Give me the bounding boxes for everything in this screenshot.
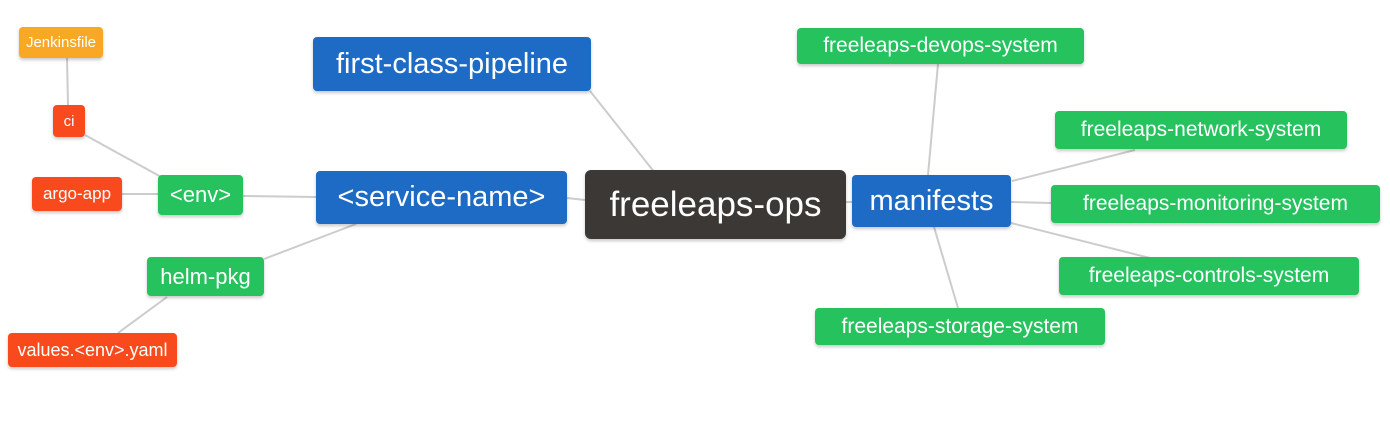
- edge-manifests-to-freeleaps-storage-system: [933, 226, 959, 309]
- node-label: freeleaps-devops-system: [823, 34, 1058, 57]
- node-label: <service-name>: [337, 181, 546, 213]
- edge-env-to-service-name: [242, 195, 317, 198]
- edge-helm-pkg-to-service-name: [263, 223, 357, 260]
- node-label: manifests: [869, 184, 994, 217]
- mindmap-node-first-class-pipeline[interactable]: first-class-pipeline: [313, 37, 591, 91]
- mindmap-node-manifests[interactable]: manifests: [852, 175, 1011, 227]
- mindmap-node-freeleaps-controls-system[interactable]: freeleaps-controls-system: [1059, 257, 1359, 295]
- node-label: freeleaps-monitoring-system: [1083, 192, 1348, 215]
- edge-values-env-yaml-to-helm-pkg: [117, 296, 168, 334]
- edge-manifests-to-freeleaps-network-system: [1011, 149, 1136, 182]
- mindmap-node-values-env-yaml[interactable]: values.<env>.yaml: [8, 333, 177, 367]
- mindmap-node-freeleaps-ops[interactable]: freeleaps-ops: [585, 170, 846, 239]
- node-label: helm-pkg: [160, 263, 251, 289]
- node-label: Jenkinsfile: [25, 34, 97, 51]
- edge-service-name-to-freeleaps-ops: [566, 197, 586, 201]
- edge-first-class-pipeline-to-freeleaps-ops: [589, 90, 656, 174]
- node-label: <env>: [169, 182, 232, 207]
- edge-manifests-to-freeleaps-monitoring-system: [1010, 201, 1052, 204]
- edge-jenkinsfile-to-ci: [66, 57, 69, 106]
- mindmap-node-argo-app[interactable]: argo-app: [32, 177, 122, 211]
- edge-manifests-to-freeleaps-controls-system: [1010, 222, 1151, 259]
- mindmap-node-freeleaps-monitoring-system[interactable]: freeleaps-monitoring-system: [1051, 185, 1380, 223]
- node-label: freeleaps-ops: [609, 184, 822, 224]
- mindmap-node-ci[interactable]: ci: [53, 105, 85, 137]
- mindmap-node-helm-pkg[interactable]: helm-pkg: [147, 257, 264, 296]
- node-label: freeleaps-controls-system: [1088, 264, 1330, 287]
- mindmap-node-jenkinsfile[interactable]: Jenkinsfile: [19, 27, 103, 58]
- node-label: freeleaps-network-system: [1080, 118, 1322, 141]
- mindmap-node-freeleaps-network-system[interactable]: freeleaps-network-system: [1055, 111, 1347, 149]
- node-label: values.<env>.yaml: [17, 339, 168, 360]
- mindmap-node-freeleaps-storage-system[interactable]: freeleaps-storage-system: [815, 308, 1105, 345]
- mindmap-node-env[interactable]: <env>: [158, 175, 243, 215]
- node-label: freeleaps-storage-system: [841, 314, 1079, 338]
- node-label: ci: [63, 112, 75, 130]
- mindmap-node-freeleaps-devops-system[interactable]: freeleaps-devops-system: [797, 28, 1084, 64]
- node-label: first-class-pipeline: [335, 47, 569, 80]
- edge-manifests-to-freeleaps-devops-system: [927, 63, 939, 176]
- mindmap-node-service-name[interactable]: <service-name>: [316, 171, 567, 224]
- edge-ci-to-env: [84, 134, 164, 179]
- node-label: argo-app: [42, 184, 112, 203]
